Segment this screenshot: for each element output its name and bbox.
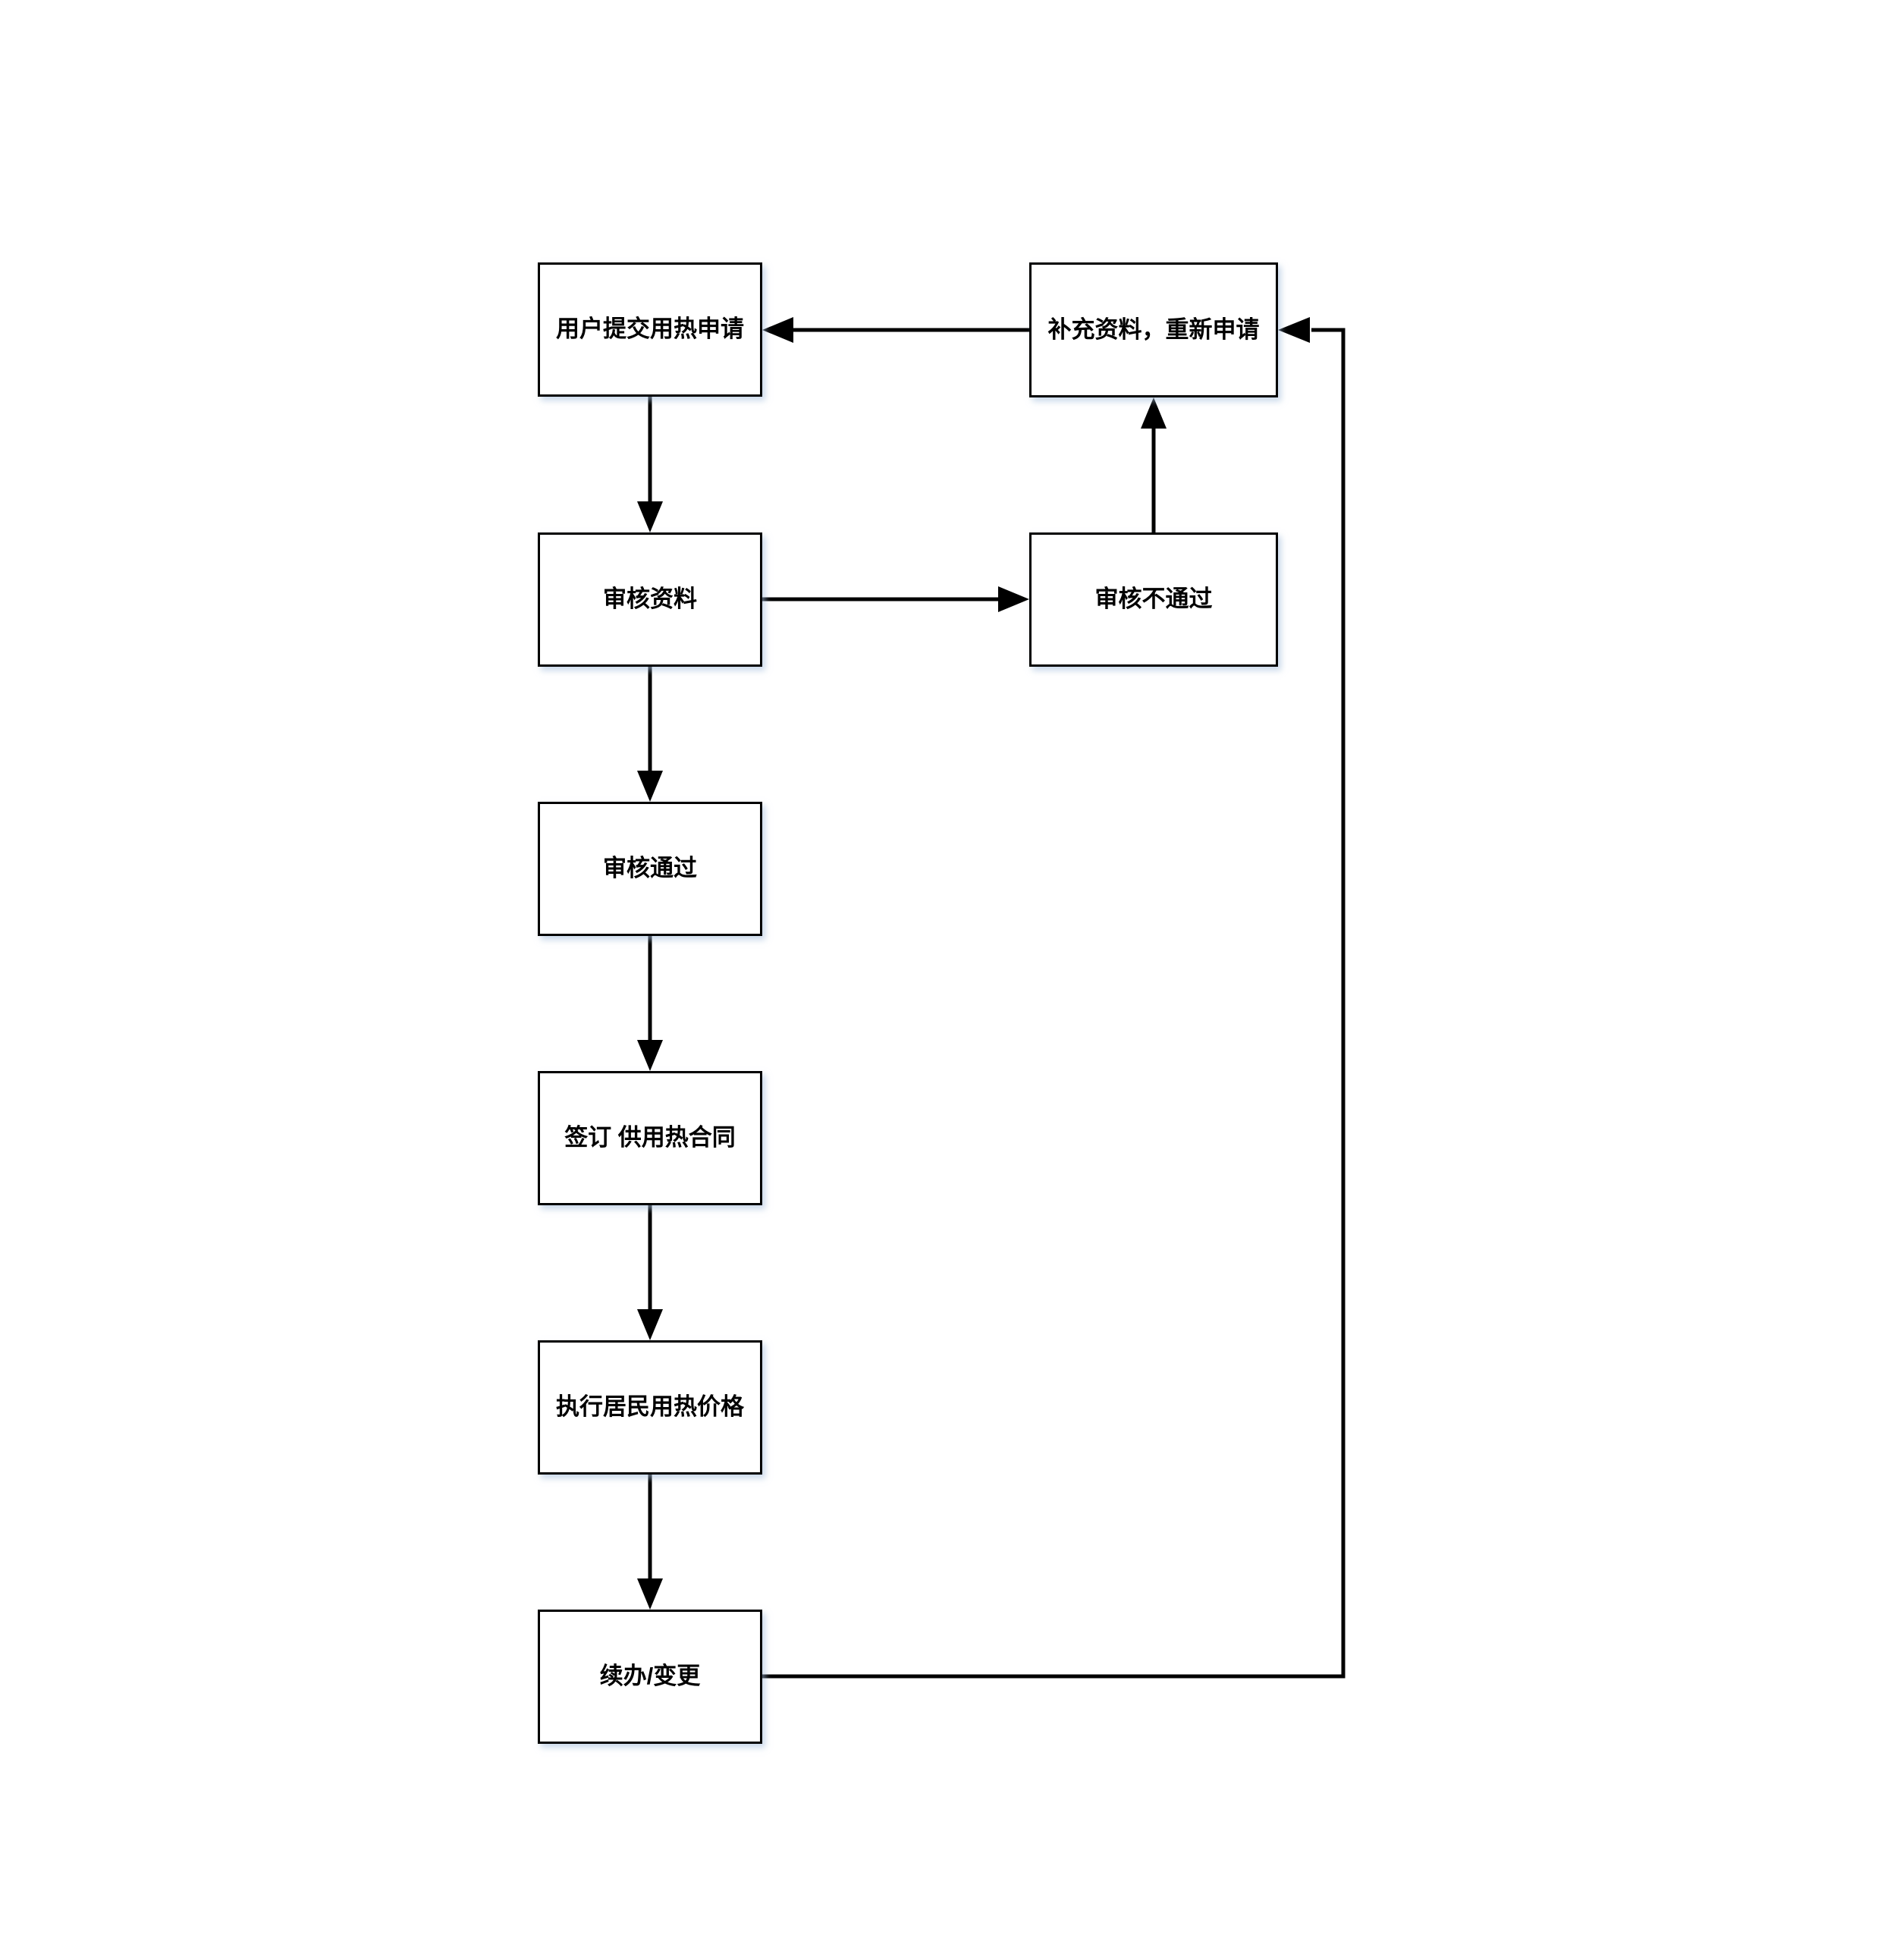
- flow-node-sign-contract: 签订 供用热合同: [538, 1071, 762, 1205]
- flow-node-label: 签订 供用热合同: [564, 1124, 736, 1151]
- flow-node-renew-change: 续办/变更: [538, 1610, 762, 1744]
- flow-node-resident-price: 执行居民用热价格: [538, 1340, 762, 1475]
- flow-node-label: 审核资料: [603, 586, 697, 613]
- edge-approved-to-contract: [637, 936, 663, 1071]
- flow-node-label: 审核不通过: [1094, 586, 1213, 613]
- flow-node-label: 续办/变更: [599, 1663, 701, 1690]
- flow-node-supplement-reapply: 补充资料，重新申请: [1029, 262, 1278, 397]
- flow-node-review-approved: 审核通过: [538, 802, 762, 936]
- flow-node-label: 审核通过: [603, 855, 697, 882]
- edge-rejected-to-resubmit: [1141, 397, 1167, 532]
- flow-node-label: 执行居民用热价格: [556, 1393, 744, 1421]
- edge-resubmit-to-submit: [762, 317, 1029, 343]
- edge-submit-to-review: [637, 397, 663, 532]
- flow-node-label: 补充资料，重新申请: [1047, 316, 1260, 343]
- edge-review-to-approved: [637, 667, 663, 802]
- edge-renew-to-resubmit-feedback: [762, 317, 1346, 1679]
- flow-node-review-rejected: 审核不通过: [1029, 532, 1278, 667]
- flow-node-review-materials: 审核资料: [538, 532, 762, 667]
- flow-node-label: 用户提交用热申请: [556, 316, 744, 343]
- flow-node-submit-application: 用户提交用热申请: [538, 262, 762, 397]
- edge-contract-to-price: [637, 1205, 663, 1340]
- edge-price-to-renew: [637, 1475, 663, 1610]
- edge-review-to-rejected: [762, 586, 1029, 612]
